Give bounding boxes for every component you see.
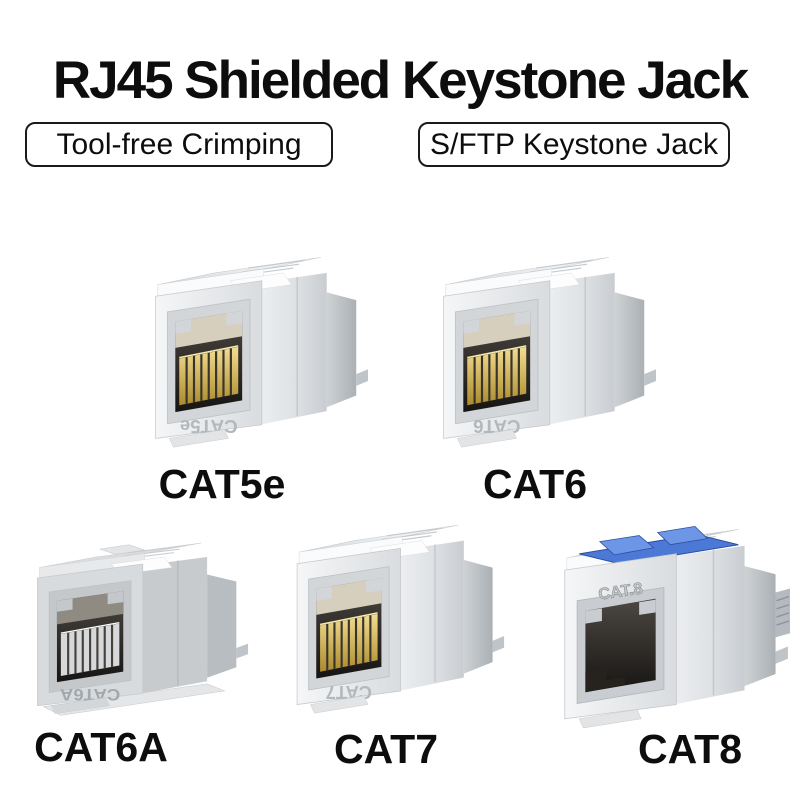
feature-badge-label: S/FTP Keystone Jack [430, 127, 718, 161]
product-label-cat6: CAT6 [482, 461, 588, 507]
jack-body-side [547, 272, 615, 425]
cat7-keystone-jack-image: CAT7 CAT7 [296, 524, 505, 714]
product-cat6: CAT6 CAT6 [422, 234, 658, 452]
rj45-port [455, 298, 539, 425]
product-label-cat7: CAT7 [333, 726, 439, 772]
jack-body-side [674, 545, 745, 705]
jack-body-side [259, 272, 327, 425]
rj45-port [167, 298, 251, 425]
cat6a-keystone-jack-image: CAT6A CAT6A [37, 542, 249, 716]
jack-rear-block [207, 574, 237, 678]
product-cat7: CAT7 CAT7 [276, 502, 506, 718]
jack-body-side [140, 557, 208, 694]
jack-body-side [398, 540, 464, 691]
jack-rear-block [744, 566, 776, 687]
product-label-cat6a: CAT6A [34, 724, 168, 770]
product-cat5e: CAT5e CAT5e [134, 234, 370, 452]
product-cat8: CAT.8 CAT.8 [542, 505, 790, 733]
gold-contact-pins [467, 345, 527, 406]
feature-badge-tool-free: Tool-free Crimping [25, 122, 333, 167]
jack-rear-block [614, 292, 645, 408]
jack-rear-block [326, 292, 357, 408]
feature-badge-sftp: S/FTP Keystone Jack [418, 122, 730, 167]
top-handle-bump [98, 544, 146, 555]
rj45-port [48, 580, 132, 694]
cat8-side-ridges [775, 588, 790, 638]
gold-contact-pins [179, 345, 239, 406]
cat8-keystone-jack-image: CAT.8 CAT.8 [564, 525, 790, 729]
contact-pins [60, 621, 120, 676]
page-title: RJ45 Shielded Keystone Jack [52, 51, 749, 110]
cat5e-keystone-jack-image: CAT5e CAT5e [155, 257, 369, 448]
gold-contact-pins [319, 612, 378, 672]
feature-badge-label: Tool-free Crimping [56, 127, 302, 161]
rj45-port-dark [576, 586, 665, 704]
product-cat6a: CAT6A CAT6A [16, 522, 250, 718]
rj45-port [308, 566, 390, 691]
product-label-cat5e: CAT5e [158, 461, 286, 507]
cat6-keystone-jack-image: CAT6 CAT6 [443, 257, 657, 448]
cat8-blue-latch-clip [579, 525, 739, 565]
product-label-cat8: CAT8 [637, 726, 743, 772]
jack-rear-block [463, 559, 493, 674]
